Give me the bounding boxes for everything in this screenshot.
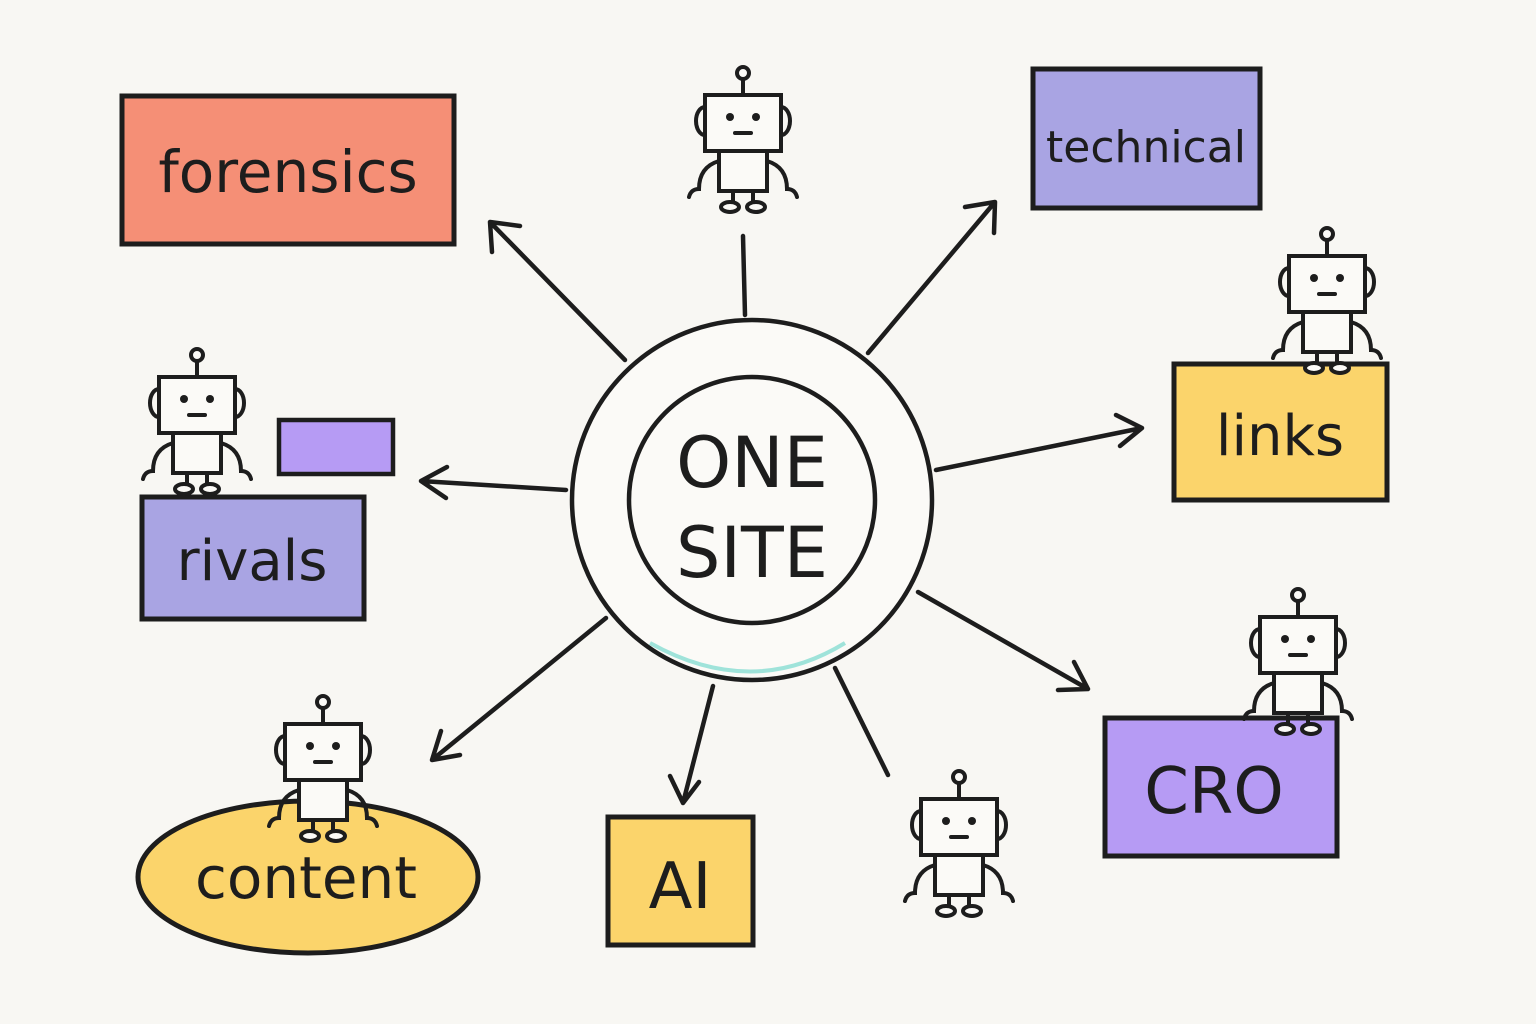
node-forensics-label: forensics [158, 138, 417, 206]
node-ai: AI [605, 814, 756, 948]
node-technical-label: technical [1046, 122, 1246, 173]
node-forensics: forensics [119, 93, 457, 247]
arrow-to-technical [865, 199, 998, 356]
hub-title-line-1: ONE [676, 422, 828, 504]
arrow-to-rivals [418, 464, 569, 501]
node-links-label: links [1216, 404, 1344, 469]
robot-icon [1242, 587, 1354, 736]
node-technical: technical [1030, 66, 1263, 211]
node-cro-label: CRO [1144, 755, 1284, 829]
robot-icon [1271, 226, 1383, 375]
node-ai-label: AI [649, 850, 712, 924]
robot-icon [903, 769, 1015, 918]
node-links: links [1171, 361, 1390, 503]
node-content-label: content [195, 844, 417, 912]
node-rivals-label: rivals [177, 529, 328, 594]
central-hub: ONE SITE [569, 317, 935, 683]
arrow-to-content [429, 615, 609, 763]
node-rivals: rivals [139, 494, 367, 622]
arrow-to-ai [667, 683, 716, 806]
arrow-to-cro [915, 589, 1091, 693]
line-to-bottom-robot [832, 665, 891, 778]
line-to-top-robot [740, 233, 748, 318]
robot-icon [687, 65, 799, 214]
rivals-note-card [276, 417, 396, 477]
robot-icon [141, 347, 253, 496]
node-content: content [135, 798, 481, 956]
node-cro: CRO [1102, 715, 1340, 859]
arrow-to-links [933, 412, 1145, 473]
hub-title-line-2: SITE [676, 512, 828, 594]
arrow-to-forensics [487, 219, 628, 363]
